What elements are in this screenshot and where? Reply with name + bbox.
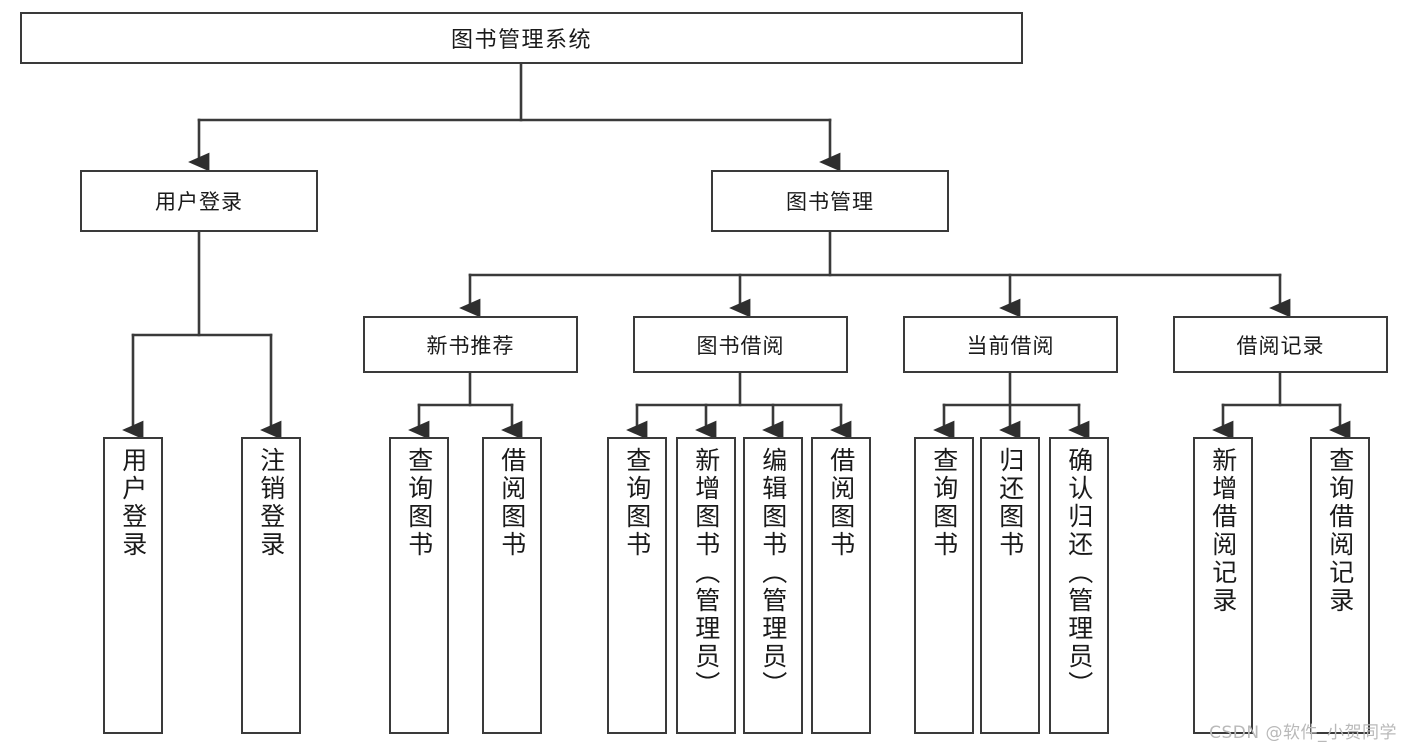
- node-label: 新增图书（管理员）: [691, 447, 721, 699]
- node-label: 图书管理: [786, 190, 874, 214]
- leaf-new-book-query[interactable]: 查询图书: [389, 437, 449, 734]
- node-label: 图书借阅: [696, 333, 785, 358]
- node-label: 借阅记录: [1236, 333, 1325, 358]
- node-root-book-management-system[interactable]: 图书管理系统: [20, 12, 1023, 64]
- node-user-login[interactable]: 用户登录: [80, 170, 318, 232]
- node-label: 图书管理系统: [450, 28, 592, 53]
- node-book-borrow[interactable]: 图书借阅: [633, 316, 848, 373]
- node-current-borrow[interactable]: 当前借阅: [903, 316, 1118, 373]
- leaf-record-query-record[interactable]: 查询借阅记录: [1310, 437, 1370, 734]
- node-label: 编辑图书（管理员）: [758, 447, 788, 699]
- leaf-user-login-login[interactable]: 用户登录: [103, 437, 163, 734]
- node-book-management[interactable]: 图书管理: [711, 170, 949, 232]
- node-borrow-record[interactable]: 借阅记录: [1173, 316, 1388, 373]
- node-label: 确认归还（管理员）: [1064, 447, 1094, 699]
- node-label: 用户登录: [118, 447, 148, 559]
- leaf-current-query-book[interactable]: 查询图书: [914, 437, 974, 734]
- leaf-borrow-borrow-book[interactable]: 借阅图书: [811, 437, 871, 734]
- csdn-watermark: CSDN @软件_小贺同学: [1209, 723, 1397, 743]
- node-label: 归还图书: [995, 447, 1025, 559]
- leaf-borrow-add-book-admin[interactable]: 新增图书（管理员）: [676, 437, 736, 734]
- node-label: 注销登录: [256, 447, 286, 559]
- node-label: 借阅图书: [497, 447, 527, 559]
- node-label: 当前借阅: [966, 333, 1055, 358]
- node-label: 新书推荐: [426, 333, 515, 358]
- leaf-borrow-edit-book-admin[interactable]: 编辑图书（管理员）: [743, 437, 803, 734]
- leaf-user-login-logout[interactable]: 注销登录: [241, 437, 301, 734]
- leaf-current-return-book[interactable]: 归还图书: [980, 437, 1040, 734]
- node-label: 新增借阅记录: [1208, 447, 1238, 615]
- leaf-new-book-borrow[interactable]: 借阅图书: [482, 437, 542, 734]
- node-new-book-recommend[interactable]: 新书推荐: [363, 316, 578, 373]
- node-label: 查询图书: [404, 447, 434, 559]
- node-label: 查询借阅记录: [1325, 447, 1355, 615]
- node-label: 借阅图书: [826, 447, 856, 559]
- node-label: 查询图书: [929, 447, 959, 559]
- leaf-borrow-query-book[interactable]: 查询图书: [607, 437, 667, 734]
- leaf-current-confirm-return-admin[interactable]: 确认归还（管理员）: [1049, 437, 1109, 734]
- node-label: 查询图书: [622, 447, 652, 559]
- leaf-record-add-record[interactable]: 新增借阅记录: [1193, 437, 1253, 734]
- node-label: 用户登录: [155, 190, 243, 214]
